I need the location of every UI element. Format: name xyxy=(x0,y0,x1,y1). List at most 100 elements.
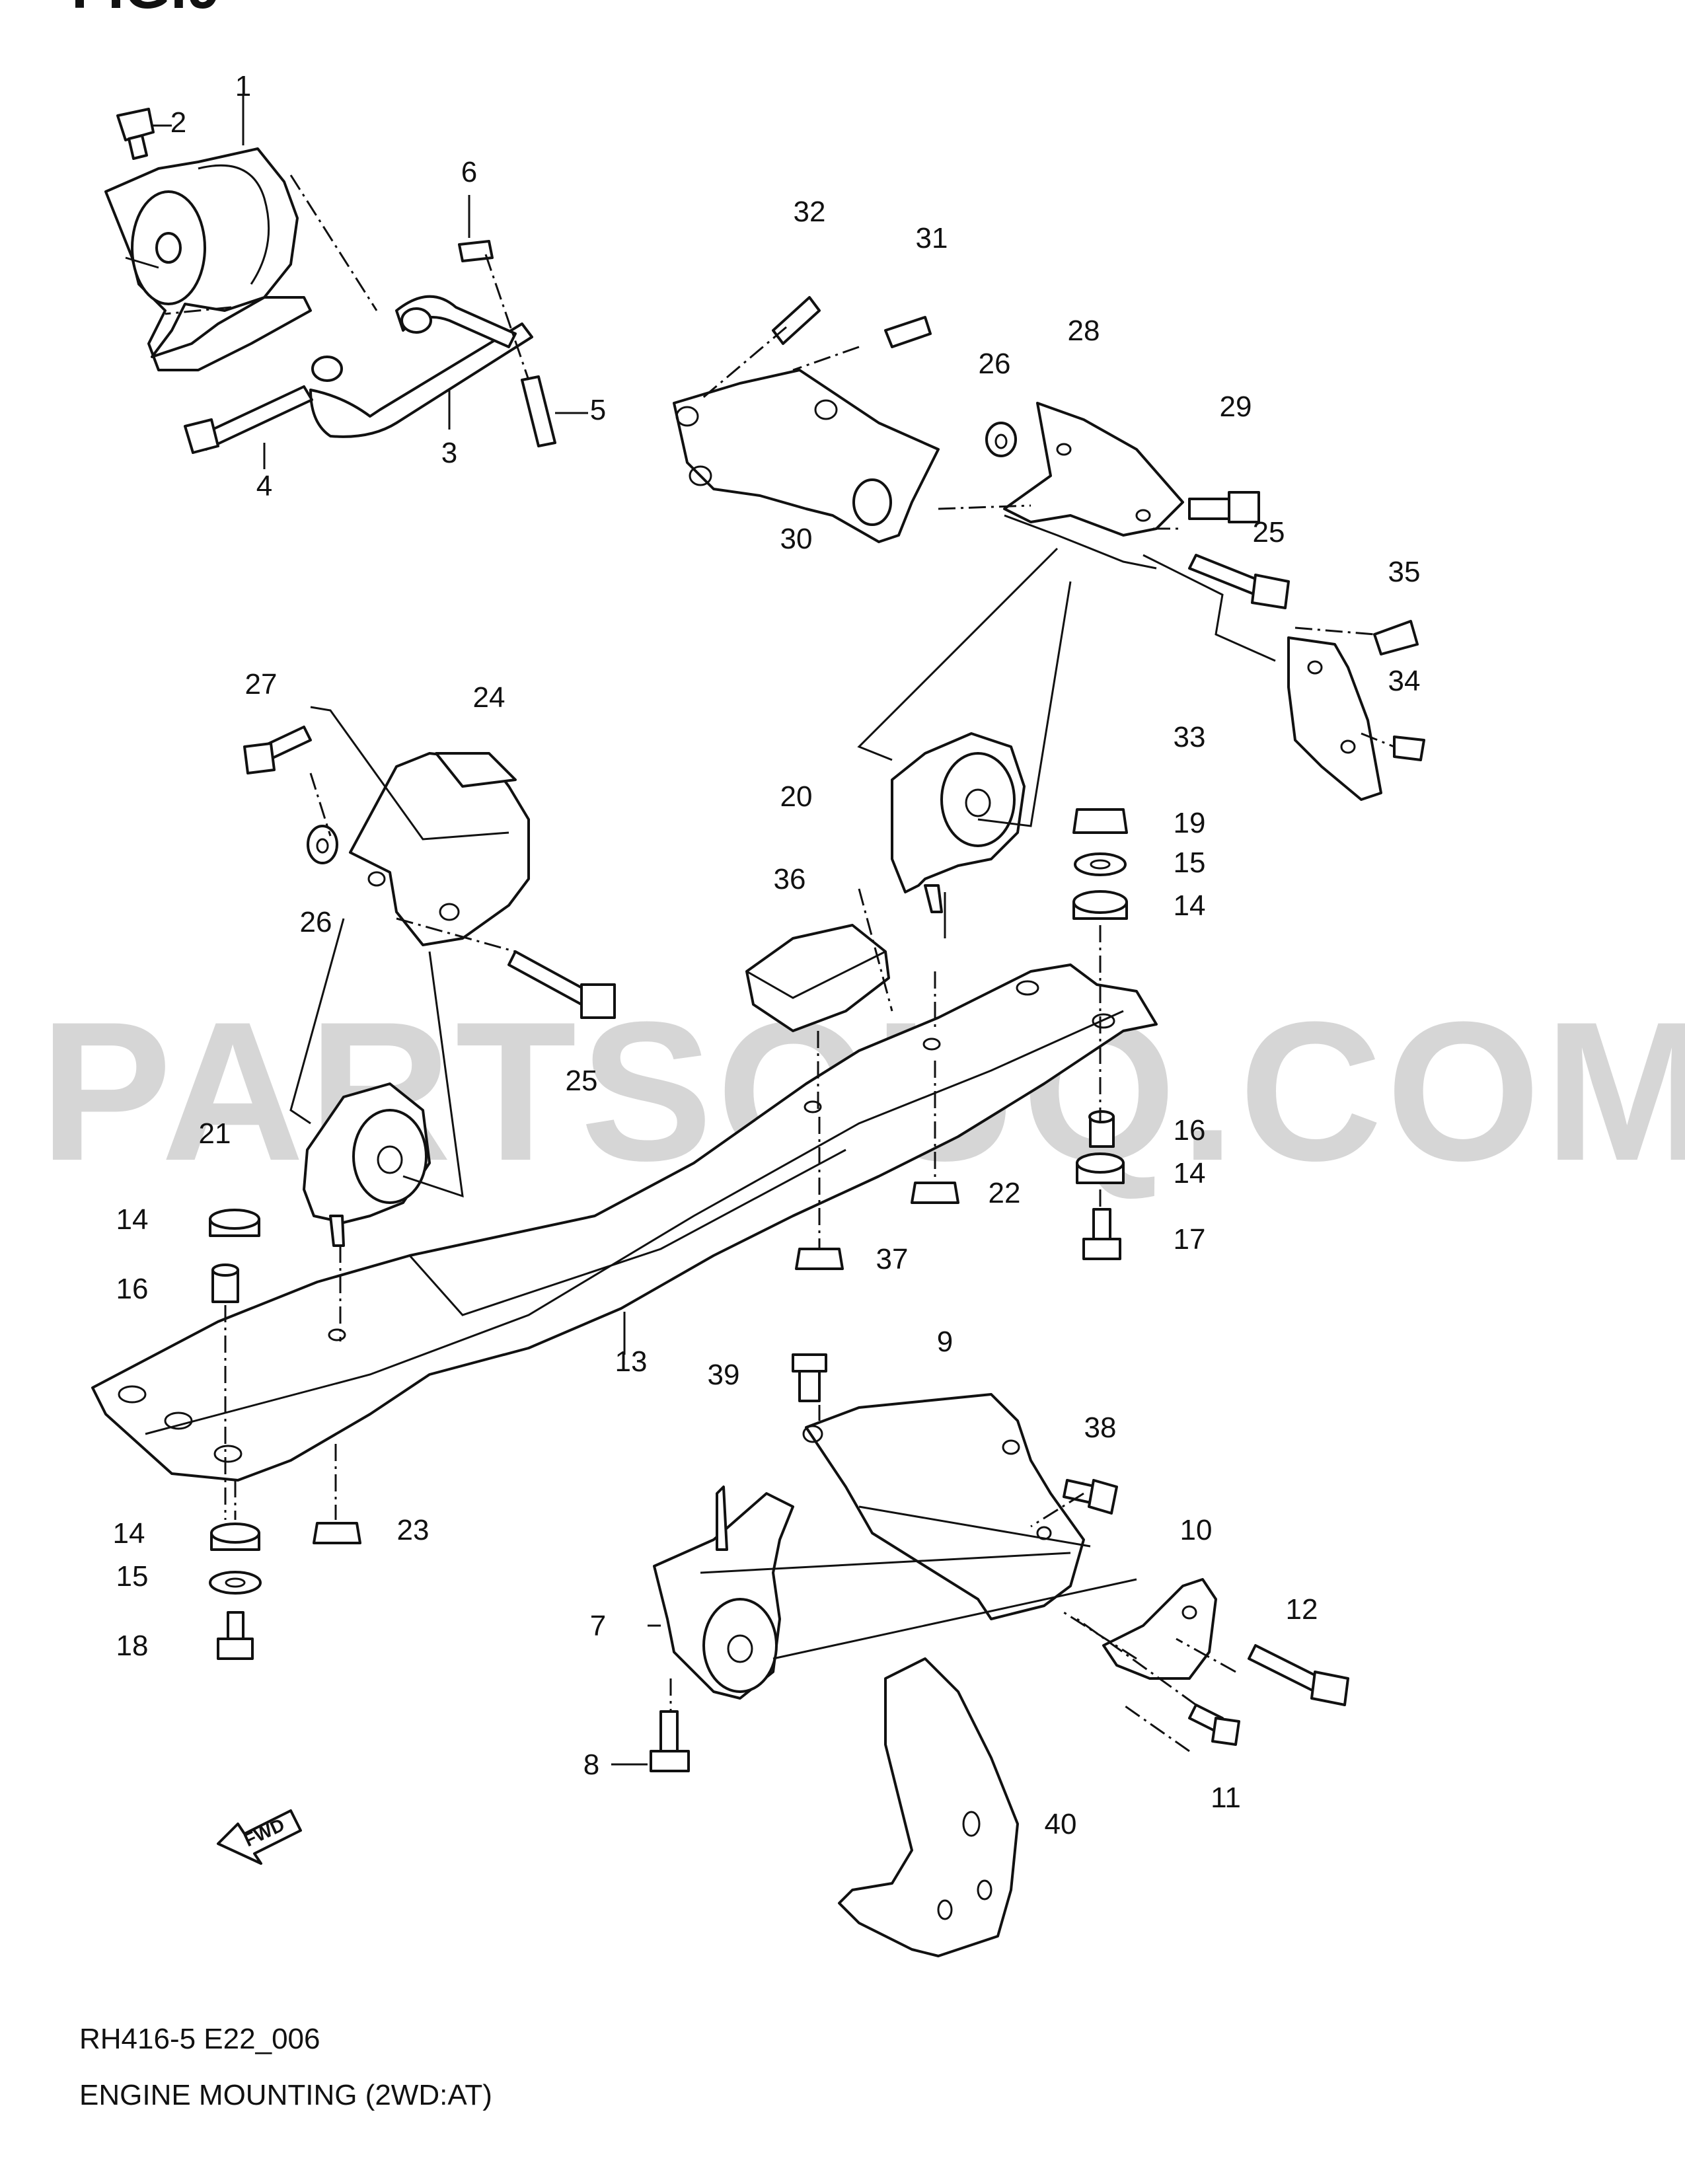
callout-c8[interactable]: 8 xyxy=(583,1749,599,1781)
callout-c15a[interactable]: 15 xyxy=(116,1560,149,1593)
callout-c37[interactable]: 37 xyxy=(876,1243,909,1275)
callout-c4[interactable]: 4 xyxy=(256,470,272,502)
part-25-bolt-lower[interactable] xyxy=(507,950,616,1019)
callout-c3[interactable]: 3 xyxy=(441,437,457,469)
callout-c10[interactable]: 10 xyxy=(1180,1514,1213,1546)
part-5-stud[interactable] xyxy=(521,375,556,447)
callout-c9[interactable]: 9 xyxy=(937,1326,953,1358)
part-19-nut[interactable] xyxy=(1072,808,1128,834)
part-12-bolt[interactable] xyxy=(1248,1644,1349,1706)
part-2-bolt[interactable] xyxy=(116,108,155,160)
callout-c27[interactable]: 27 xyxy=(245,668,278,700)
part-38-bolt[interactable] xyxy=(1063,1479,1118,1515)
callout-c36[interactable]: 36 xyxy=(774,863,806,895)
callout-c20[interactable]: 20 xyxy=(780,780,813,813)
callout-c14b[interactable]: 14 xyxy=(1174,889,1206,922)
part-20-mount[interactable] xyxy=(891,732,1026,913)
callout-c19[interactable]: 19 xyxy=(1174,807,1206,839)
part-15-washer-lower-left[interactable] xyxy=(209,1571,262,1595)
callout-c7[interactable]: 7 xyxy=(590,1610,606,1642)
diagram-code: RH416-5 E22_006 xyxy=(79,2023,320,2055)
callout-c14a[interactable]: 14 xyxy=(116,1203,149,1236)
callout-c31[interactable]: 31 xyxy=(916,222,948,254)
callout-c33[interactable]: 33 xyxy=(1174,721,1206,753)
callout-labels: 1234567891011121314141414151516161718192… xyxy=(113,70,1421,1840)
callout-c14c[interactable]: 14 xyxy=(1174,1157,1206,1189)
part-9-bracket[interactable] xyxy=(802,1393,1085,1620)
part-26-washer-upper[interactable] xyxy=(985,422,1017,457)
callout-c26b[interactable]: 26 xyxy=(300,906,332,938)
callout-c17[interactable]: 17 xyxy=(1174,1223,1206,1256)
part-26-washer-lower[interactable] xyxy=(307,825,338,864)
callout-c23[interactable]: 23 xyxy=(397,1514,430,1546)
part-28-bracket[interactable] xyxy=(1003,402,1184,570)
part-27-bolt[interactable] xyxy=(243,726,312,774)
callout-c12[interactable]: 12 xyxy=(1286,1593,1318,1626)
part-14-bush-right[interactable] xyxy=(1076,1152,1125,1184)
callout-c26a[interactable]: 26 xyxy=(979,348,1011,380)
part-21-mount[interactable] xyxy=(303,1082,431,1247)
part-25-bolt-upper[interactable] xyxy=(1188,554,1290,609)
part-14-bush-upper[interactable] xyxy=(1072,890,1128,920)
callout-c38[interactable]: 38 xyxy=(1084,1412,1117,1444)
callout-c24[interactable]: 24 xyxy=(473,681,506,714)
callout-c32[interactable]: 32 xyxy=(794,196,826,228)
part-16-collar-left[interactable] xyxy=(211,1263,239,1303)
callout-c16b[interactable]: 16 xyxy=(1174,1114,1206,1147)
callout-c11[interactable]: 11 xyxy=(1211,1782,1241,1814)
part-22-nut[interactable] xyxy=(911,1182,959,1204)
part-23-nut[interactable] xyxy=(313,1522,361,1544)
part-11-bolt[interactable] xyxy=(1188,1704,1240,1746)
part-15-washer-upper[interactable] xyxy=(1074,852,1127,876)
callout-c30[interactable]: 30 xyxy=(780,523,813,555)
callout-c21[interactable]: 21 xyxy=(199,1117,231,1150)
part-18-bolt[interactable] xyxy=(217,1611,254,1660)
callout-c1[interactable]: 1 xyxy=(235,70,251,102)
callout-c25b[interactable]: 25 xyxy=(566,1065,598,1097)
part-1-engine-mount[interactable] xyxy=(104,147,312,371)
part-17-bolt[interactable] xyxy=(1082,1208,1121,1260)
part-14-bush-lower-left[interactable] xyxy=(210,1523,260,1551)
callout-c22[interactable]: 22 xyxy=(989,1177,1021,1209)
part-35-bolt[interactable] xyxy=(1373,620,1419,656)
diagram-title: ENGINE MOUNTING (2WD:AT) xyxy=(79,2079,492,2111)
callout-c18[interactable]: 18 xyxy=(116,1630,149,1662)
part-8-bolt[interactable] xyxy=(650,1710,690,1772)
part-24-bracket[interactable] xyxy=(349,752,530,946)
part-31-bolt[interactable] xyxy=(884,316,932,348)
callout-c29[interactable]: 29 xyxy=(1220,391,1252,423)
callout-c35[interactable]: 35 xyxy=(1388,556,1421,588)
fwd-arrow-icon: FWD xyxy=(217,1809,302,1865)
part-13-crossmember[interactable] xyxy=(91,963,1158,1482)
part-33-bracket[interactable] xyxy=(1287,636,1382,801)
callout-c28[interactable]: 28 xyxy=(1068,315,1100,347)
part-37-nut[interactable] xyxy=(795,1248,844,1270)
part-34-bolt[interactable] xyxy=(1393,735,1425,761)
part-40-bracket[interactable] xyxy=(838,1657,1019,1957)
callout-c16a[interactable]: 16 xyxy=(116,1273,149,1305)
part-16-collar-right[interactable] xyxy=(1088,1110,1115,1148)
part-32-bolt[interactable] xyxy=(772,296,821,345)
part-30-bracket[interactable] xyxy=(673,369,940,543)
callout-c14d[interactable]: 14 xyxy=(113,1517,145,1550)
callout-c39[interactable]: 39 xyxy=(708,1359,740,1391)
part-39-bolt[interactable] xyxy=(792,1353,827,1402)
part-36-damper[interactable] xyxy=(745,924,890,1032)
callout-c6[interactable]: 6 xyxy=(461,156,477,188)
callout-c2[interactable]: 2 xyxy=(170,106,186,139)
part-10-bracket[interactable] xyxy=(1102,1578,1217,1680)
callout-c5[interactable]: 5 xyxy=(590,394,606,426)
callout-c15b[interactable]: 15 xyxy=(1174,847,1206,879)
callout-c25a[interactable]: 25 xyxy=(1253,516,1285,548)
part-4-bolt[interactable] xyxy=(184,385,313,454)
callout-c40[interactable]: 40 xyxy=(1045,1808,1077,1840)
part-7-mount[interactable] xyxy=(653,1486,794,1700)
callout-c34[interactable]: 34 xyxy=(1388,665,1421,697)
part-6-nut[interactable] xyxy=(458,240,494,262)
part-14-bush-left[interactable] xyxy=(209,1209,260,1237)
callout-c13[interactable]: 13 xyxy=(615,1345,648,1378)
part-29-bolt[interactable] xyxy=(1188,491,1260,523)
figure-header: FIG.9 xyxy=(71,0,220,21)
part-3-torque-rod[interactable] xyxy=(309,295,533,438)
